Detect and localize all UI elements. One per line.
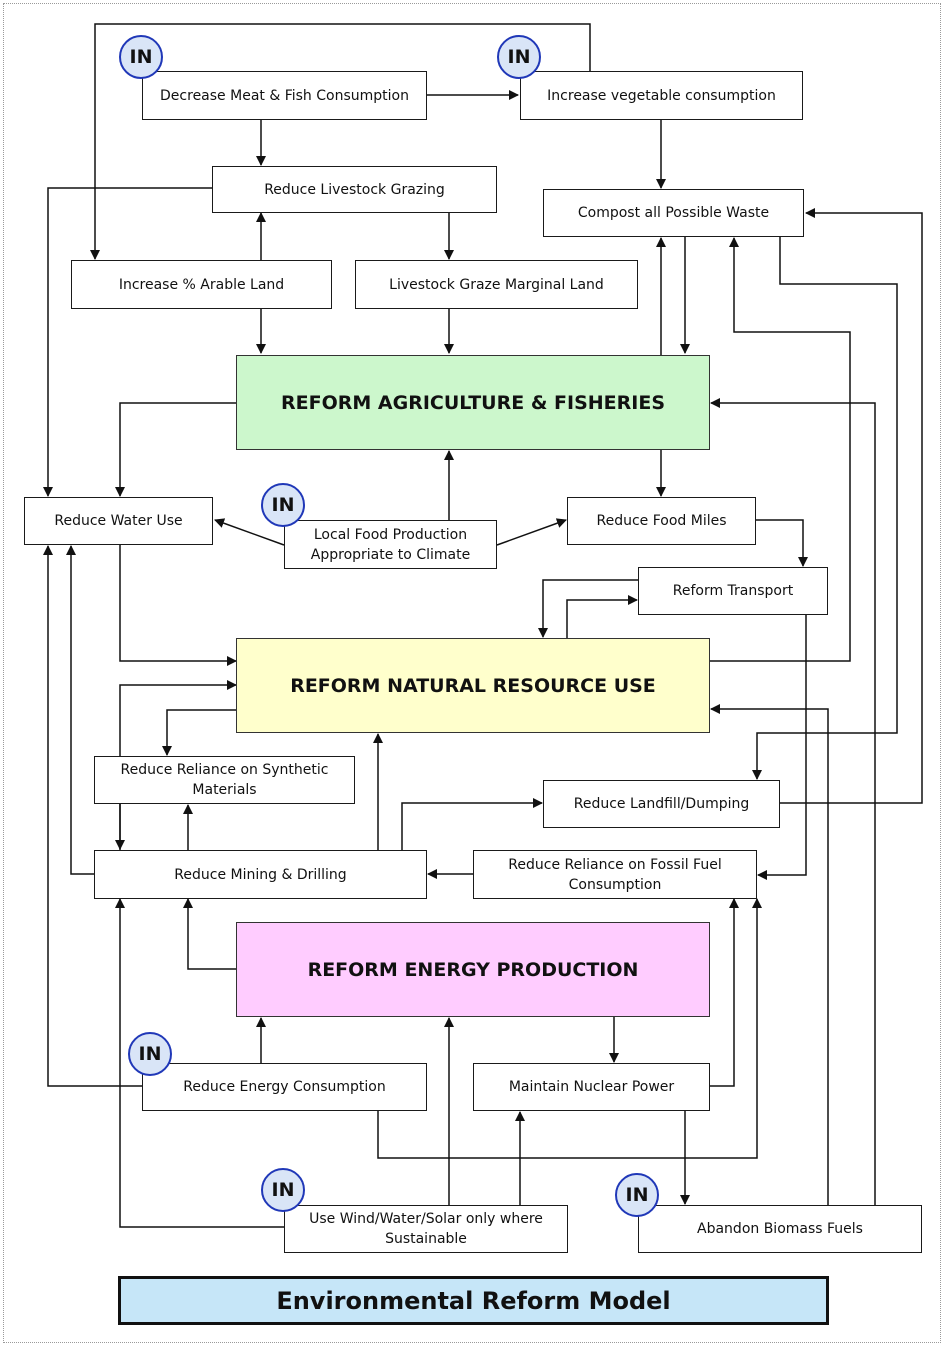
arrow-livestock-to-water (43, 187, 212, 497)
node-increase-arable: Increase % Arable Land (71, 260, 332, 309)
node-reduce-food-miles: Reduce Food Miles (567, 497, 756, 545)
arrow-local-to-food-miles (496, 518, 567, 546)
arrow-mining-to-landfill (401, 798, 543, 850)
node-increase-vegetable: Increase vegetable consumption (520, 71, 803, 120)
node-reduce-water: Reduce Water Use (24, 497, 213, 545)
arrow-reduce-energy-to-water (43, 545, 142, 1087)
in-badge-reduce-energy: IN (128, 1032, 172, 1076)
in-badge-decrease-meat: IN (119, 35, 163, 79)
node-livestock-marginal: Livestock Graze Marginal Land (355, 260, 638, 309)
arrow-local-to-water (214, 518, 285, 546)
page-frame (3, 3, 941, 1343)
node-reduce-synthetic: Reduce Reliance on Synthetic Materials (94, 756, 355, 804)
arrow-transport-to-fossil (757, 615, 807, 880)
node-compost: Compost all Possible Waste (543, 189, 804, 237)
in-badge-increase-vegetable: IN (497, 35, 541, 79)
node-reduce-energy: Reduce Energy Consumption (142, 1063, 427, 1111)
arrow-wws-to-mining (115, 898, 284, 1228)
node-maintain-nuclear: Maintain Nuclear Power (473, 1063, 710, 1111)
node-reduce-landfill: Reduce Landfill/Dumping (543, 780, 780, 828)
diagram-title: Environmental Reform Model (118, 1276, 829, 1325)
in-badge-abandon-biomass: IN (615, 1173, 659, 1217)
in-badge-local-food: IN (261, 483, 305, 527)
node-local-food: Local Food Production Appropriate to Cli… (284, 520, 497, 569)
node-reduce-livestock: Reduce Livestock Grazing (212, 166, 497, 213)
arrow-biomass-to-natural (710, 704, 829, 1205)
node-reduce-fossil: Reduce Reliance on Fossil Fuel Consumpti… (473, 850, 757, 899)
node-reform-agriculture: REFORM AGRICULTURE & FISHERIES (236, 355, 710, 450)
node-decrease-meat: Decrease Meat & Fish Consumption (142, 71, 427, 120)
arrow-compost-to-landfill (752, 237, 898, 780)
arrow-biomass-to-agriculture (710, 398, 876, 1205)
arrow-food-miles-to-transport (756, 519, 808, 567)
in-badge-wind-water-solar: IN (261, 1168, 305, 1212)
arrow-natural-to-transport (566, 595, 638, 638)
node-reform-transport: Reform Transport (638, 567, 828, 615)
arrow-natural-to-synthetic (162, 709, 236, 756)
arrow-transport-to-natural (538, 579, 638, 638)
node-reduce-mining: Reduce Mining & Drilling (94, 850, 427, 899)
arrow-natural-to-compost (710, 237, 851, 662)
arrow-energy-to-mining (183, 898, 236, 970)
arrow-agriculture-to-water (115, 402, 236, 497)
node-abandon-biomass: Abandon Biomass Fuels (638, 1205, 922, 1253)
arrow-reduce-energy-to-fossil (377, 898, 762, 1159)
arrow-vegetable-to-arable (90, 23, 591, 260)
node-reform-natural: REFORM NATURAL RESOURCE USE (236, 638, 710, 733)
node-reform-energy: REFORM ENERGY PRODUCTION (236, 922, 710, 1017)
arrow-nuclear-to-fossil (710, 898, 739, 1087)
arrow-water-to-natural (119, 545, 237, 666)
arrow-landfill-to-compost (780, 208, 923, 804)
arrow-mining-to-water (66, 545, 95, 875)
node-wind-water-solar: Use Wind/Water/Solar only where Sustaina… (284, 1205, 568, 1253)
